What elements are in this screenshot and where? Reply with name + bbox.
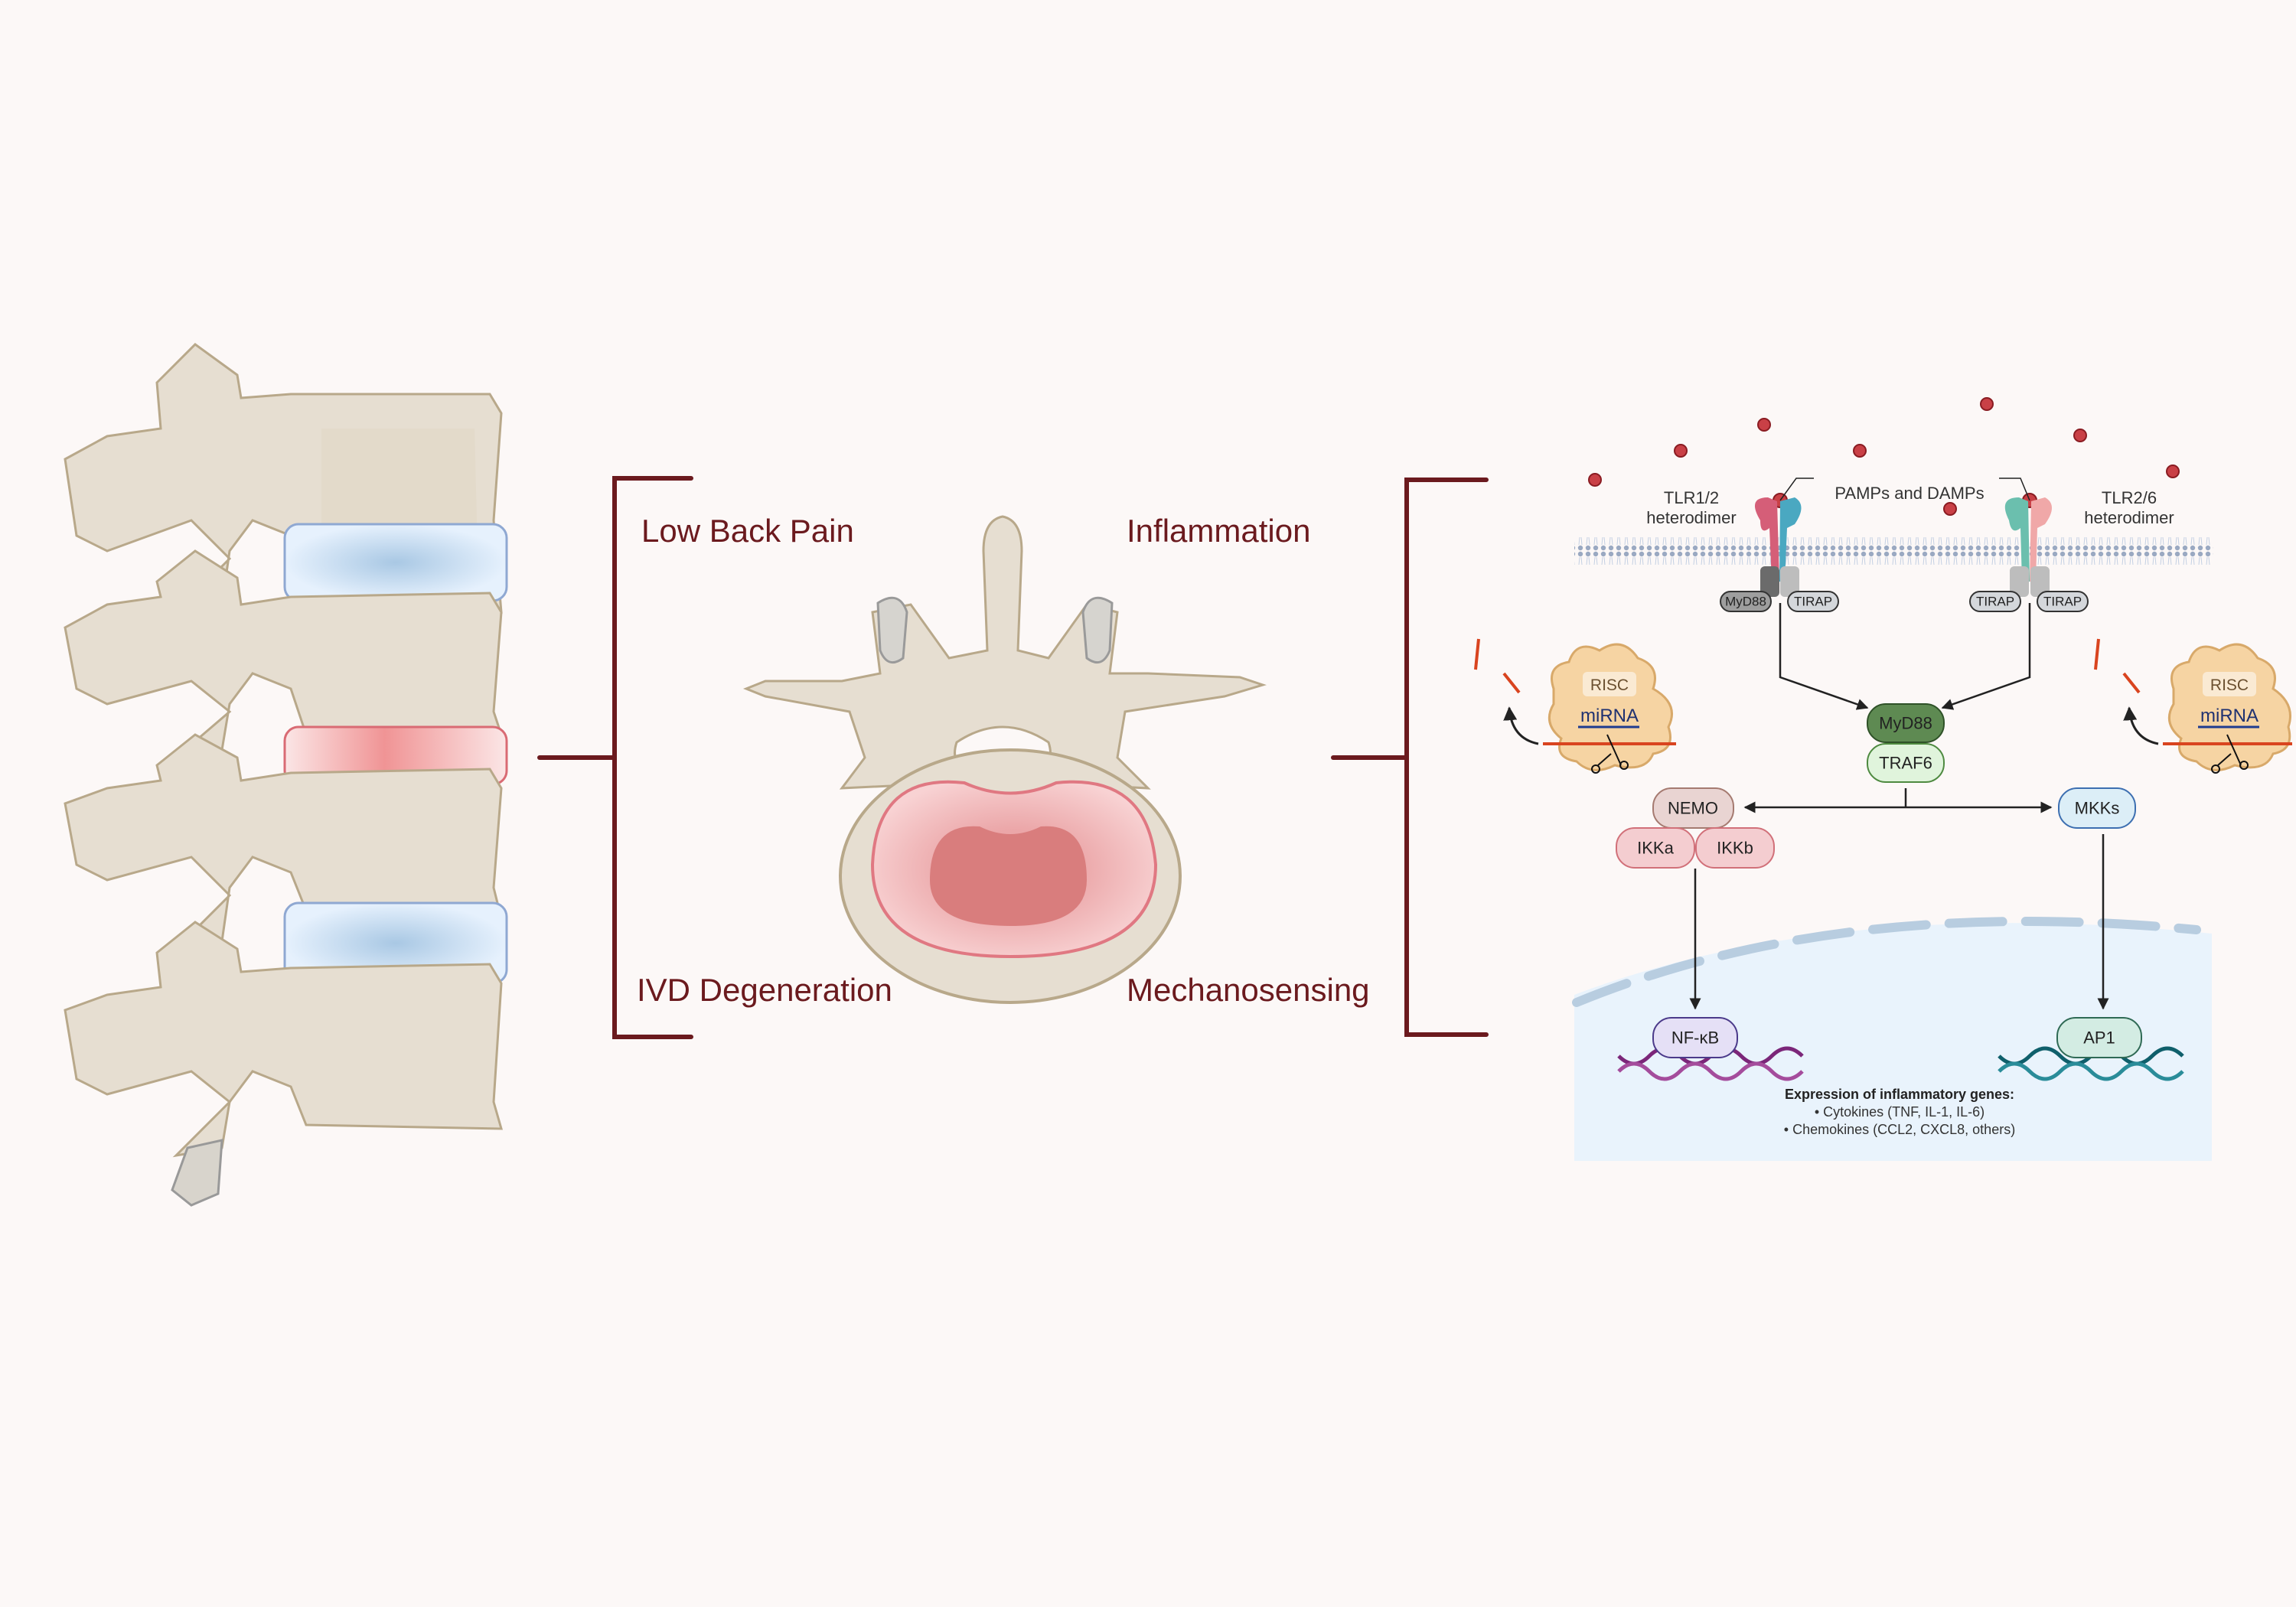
ap1-node: AP1: [2056, 1017, 2142, 1058]
adaptor-tirap-right-2: TIRAP: [2037, 591, 2089, 612]
adaptor-tirap-left: TIRAP: [1787, 591, 1839, 612]
svg-text:TIRAP: TIRAP: [2043, 595, 2082, 609]
svg-text:MyD88: MyD88: [1725, 595, 1766, 609]
tlr26-sublabel: heterodimer: [2084, 508, 2174, 527]
adaptor-tirap-right-1: TIRAP: [1969, 591, 2021, 612]
svg-text:NF-κB: NF-κB: [1671, 1028, 1719, 1048]
vertebra: [64, 549, 504, 760]
label-mechanosensing: Mechanosensing: [1127, 972, 1370, 1008]
svg-text:NEMO: NEMO: [1668, 799, 1718, 818]
tlr26-receptor: [2004, 497, 2052, 597]
adaptor-myd88-left: MyD88: [1720, 591, 1772, 612]
svg-text:MKKs: MKKs: [2075, 799, 2120, 818]
label-ivd-degeneration: IVD Degeneration: [637, 972, 892, 1008]
tlr12-sublabel: heterodimer: [1646, 508, 1736, 527]
right-bracket: [1331, 478, 1489, 1037]
arrow-to-myd88-right: [1941, 603, 2031, 710]
myd88-node: MyD88: [1867, 703, 1945, 743]
nuclear-envelope: [1572, 917, 2201, 1007]
svg-text:MyD88: MyD88: [1879, 714, 1932, 733]
ikka-node: IKKa: [1616, 827, 1695, 869]
mkks-node: MKKs: [2058, 787, 2136, 829]
nemo-node: NEMO: [1652, 787, 1734, 829]
healthy-disc: [283, 523, 508, 602]
svg-text:miRNA: miRNA: [2200, 706, 2258, 726]
cell-membrane: [1574, 536, 2213, 566]
svg-text:AP1: AP1: [2083, 1028, 2115, 1048]
nucleus-region: [1574, 923, 2212, 1161]
expression-item-chemokines: • Chemokines (CCL2, CXCL8, others): [1784, 1122, 2015, 1137]
risc-complex-right: RISC miRNA: [2094, 638, 2292, 774]
svg-text:IKKa: IKKa: [1637, 839, 1674, 858]
nfkb-node: NF-κB: [1652, 1017, 1738, 1058]
expression-title: Expression of inflammatory genes:: [1785, 1087, 2014, 1102]
label-low-back-pain: Low Back Pain: [641, 513, 854, 549]
vertebra: [64, 921, 503, 1207]
tlr12-receptor: [1754, 497, 1802, 597]
tlr12-label: TLR1/2: [1664, 488, 1719, 507]
tlr-signaling-pathway: PAMPs and DAMPs TLR1/2 heterodimer TLR2/…: [1474, 397, 2292, 1161]
tlr26-label: TLR2/6: [2102, 488, 2157, 507]
axial-vertebra-with-disc: [742, 515, 1267, 1004]
svg-text:RISC: RISC: [2210, 676, 2249, 694]
left-bracket: [537, 476, 693, 1039]
label-inflammation: Inflammation: [1127, 513, 1310, 549]
arrow-to-myd88-left: [1779, 603, 1869, 710]
vertebra: [64, 733, 503, 951]
svg-text:TRAF6: TRAF6: [1879, 754, 1932, 773]
svg-text:miRNA: miRNA: [1580, 706, 1639, 726]
svg-text:TIRAP: TIRAP: [1976, 595, 2014, 609]
svg-text:TIRAP: TIRAP: [1794, 595, 1832, 609]
risc-complex-left: RISC miRNA: [1474, 638, 1676, 774]
ikkb-node: IKKb: [1695, 827, 1775, 869]
expression-item-cytokines: • Cytokines (TNF, IL-1, IL-6): [1815, 1104, 1985, 1120]
traf6-node: TRAF6: [1867, 743, 1945, 783]
lumbar-spine-illustration: [64, 343, 508, 1207]
pamps-damps-label: PAMPs and DAMPs: [1835, 484, 1984, 503]
svg-text:RISC: RISC: [1590, 676, 1629, 694]
svg-text:IKKb: IKKb: [1717, 839, 1753, 858]
